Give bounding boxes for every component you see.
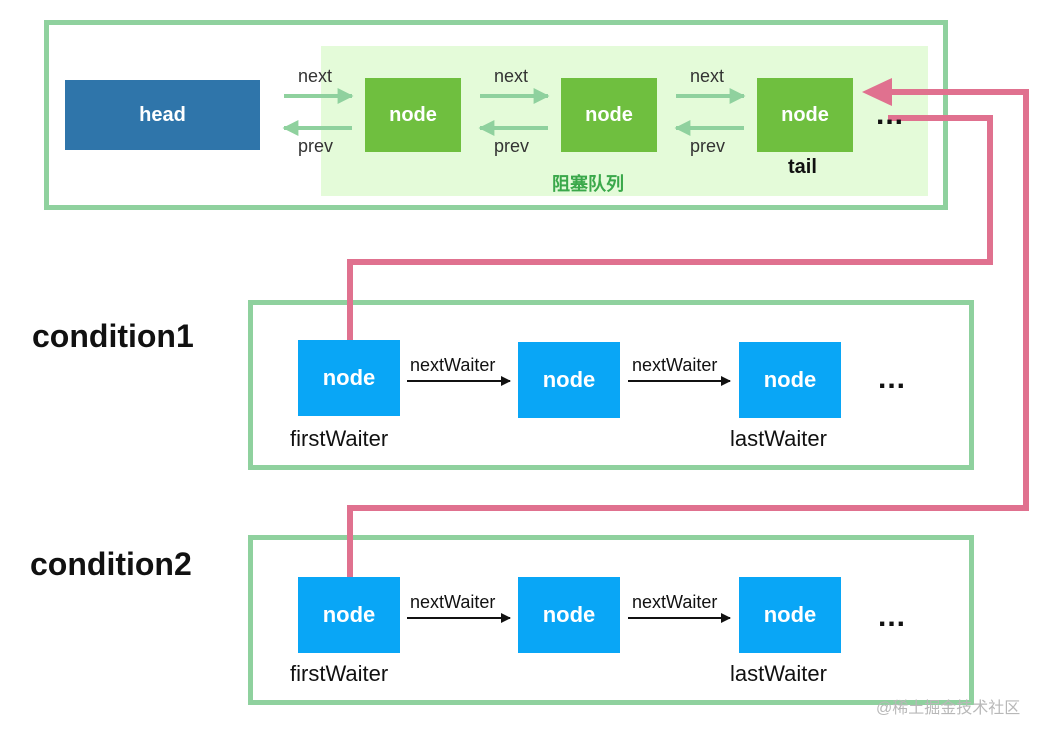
condition1-ellipsis: ... [878,362,907,395]
queue-node-2: node [561,78,657,152]
blocking-queue-name: 阻塞队列 [552,174,624,194]
condition2-node-2-label: node [542,602,596,627]
transfer-path-condition1 [347,115,993,340]
condition1-last-waiter: lastWaiter [730,426,827,451]
queue-node-1: node [365,78,461,152]
condition1-first-waiter: firstWaiter [290,426,389,451]
transfer-path-condition2 [347,89,1029,577]
condition2-node-1-label: node [322,602,376,627]
condition2-link-label-1: nextWaiter [410,592,496,612]
condition1-node-3-label: node [763,367,817,392]
queue-node-tail-label: node [781,103,829,126]
condition2-node-1: node [298,577,400,653]
condition1-node-2-label: node [542,367,596,392]
condition2-last-waiter: lastWaiter [730,661,827,686]
condition2-node-2: node [518,577,620,653]
tail-label: tail [788,156,817,178]
watermark: @稀土掘金技术社区 [876,700,1021,717]
next-label-3: next [690,66,725,86]
condition1-link-label-1: nextWaiter [410,355,496,375]
next-label-1: next [298,66,333,86]
condition1-node-3: node [739,342,841,418]
queue-node-1-label: node [389,103,437,126]
prev-label-2: prev [494,136,530,156]
condition2-link-label-2: nextWaiter [632,592,718,612]
condition1-node-1: node [298,340,400,416]
queue-ellipsis: ... [876,98,905,131]
condition2-node-3: node [739,577,841,653]
condition2-ellipsis: ... [878,600,907,633]
condition1-title: condition1 [32,318,194,354]
condition2-title: condition2 [30,546,192,582]
next-label-2: next [494,66,529,86]
condition1-node-1-label: node [322,365,376,390]
prev-label-3: prev [690,136,726,156]
head-node: head [65,80,260,150]
queue-node-2-label: node [585,103,633,126]
condition1-node-2: node [518,342,620,418]
transfer-arrowhead [862,78,892,106]
condition2-node-3-label: node [763,602,817,627]
condition2-first-waiter: firstWaiter [290,661,389,686]
head-label: head [139,103,186,126]
condition1-link-label-2: nextWaiter [632,355,718,375]
prev-label-1: prev [298,136,334,156]
queue-node-tail: node [757,78,853,152]
